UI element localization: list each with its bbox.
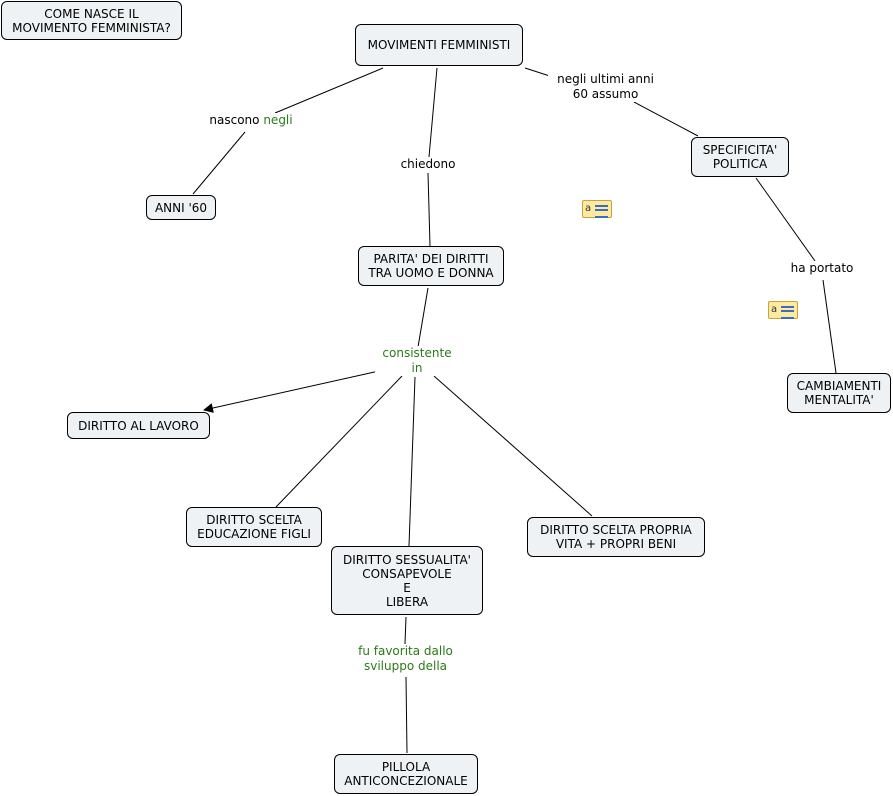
note-icon[interactable]: a — [582, 200, 612, 218]
link-haportato-cambiamenti — [822, 279, 837, 374]
cambiamenti-node[interactable]: CAMBIAMENTI MENTALITA' — [787, 373, 891, 413]
link-sessualita-favorita — [404, 616, 407, 645]
label-chiedono: chiedono — [393, 157, 463, 172]
label-ha-portato: ha portato — [782, 261, 862, 276]
specificita-node[interactable]: SPECIFICITA' POLITICA — [691, 137, 789, 177]
link-consistente-educazione — [275, 375, 403, 508]
link-root-chiedono — [428, 67, 438, 158]
link-ultimi-specificita — [633, 101, 699, 137]
link-consistente-lavoro — [203, 370, 380, 413]
educazione-node[interactable]: DIRITTO SCELTA EDUCAZIONE FIGLI — [186, 507, 322, 547]
link-favorita-pillola — [405, 676, 408, 754]
link-parita-consistente — [417, 287, 429, 348]
link-specificita-haportato — [755, 177, 816, 262]
label-negli: negli — [263, 113, 293, 127]
link-nascono-anni60 — [192, 131, 246, 195]
sessualita-node[interactable]: DIRITTO SESSUALITA' CONSAPEVOLE E LIBERA — [331, 546, 483, 615]
question-node[interactable]: COME NASCE IL MOVIMENTO FEMMINISTA? — [1, 1, 182, 40]
root-node[interactable]: MOVIMENTI FEMMINISTI — [355, 24, 523, 66]
label-nascono: nascono — [209, 113, 260, 127]
link-root-nascono — [274, 67, 384, 114]
parita-node[interactable]: PARITA' DEI DIRITTI TRA UOMO E DONNA — [358, 246, 504, 286]
link-chiedono-parita — [427, 172, 431, 247]
label-nascono-negli: nascono negli — [206, 113, 296, 128]
anni60-node[interactable]: ANNI '60 — [146, 195, 216, 220]
lavoro-node[interactable]: DIRITTO AL LAVORO — [67, 412, 210, 439]
link-consistente-propriavita — [433, 375, 593, 517]
pillola-node[interactable]: PILLOLA ANTICONCEZIONALE — [334, 754, 478, 794]
note-icon[interactable]: a — [768, 301, 798, 319]
label-consistente-in: consistente in — [375, 346, 459, 376]
label-ultimi-anni: negli ultimi anni 60 assumo — [548, 72, 663, 102]
label-fu-favorita: fu favorita dallo sviluppo della — [348, 644, 463, 674]
link-consistente-sessualita — [408, 376, 416, 547]
propria-vita-node[interactable]: DIRITTO SCELTA PROPRIA VITA + PROPRI BEN… — [527, 517, 705, 557]
